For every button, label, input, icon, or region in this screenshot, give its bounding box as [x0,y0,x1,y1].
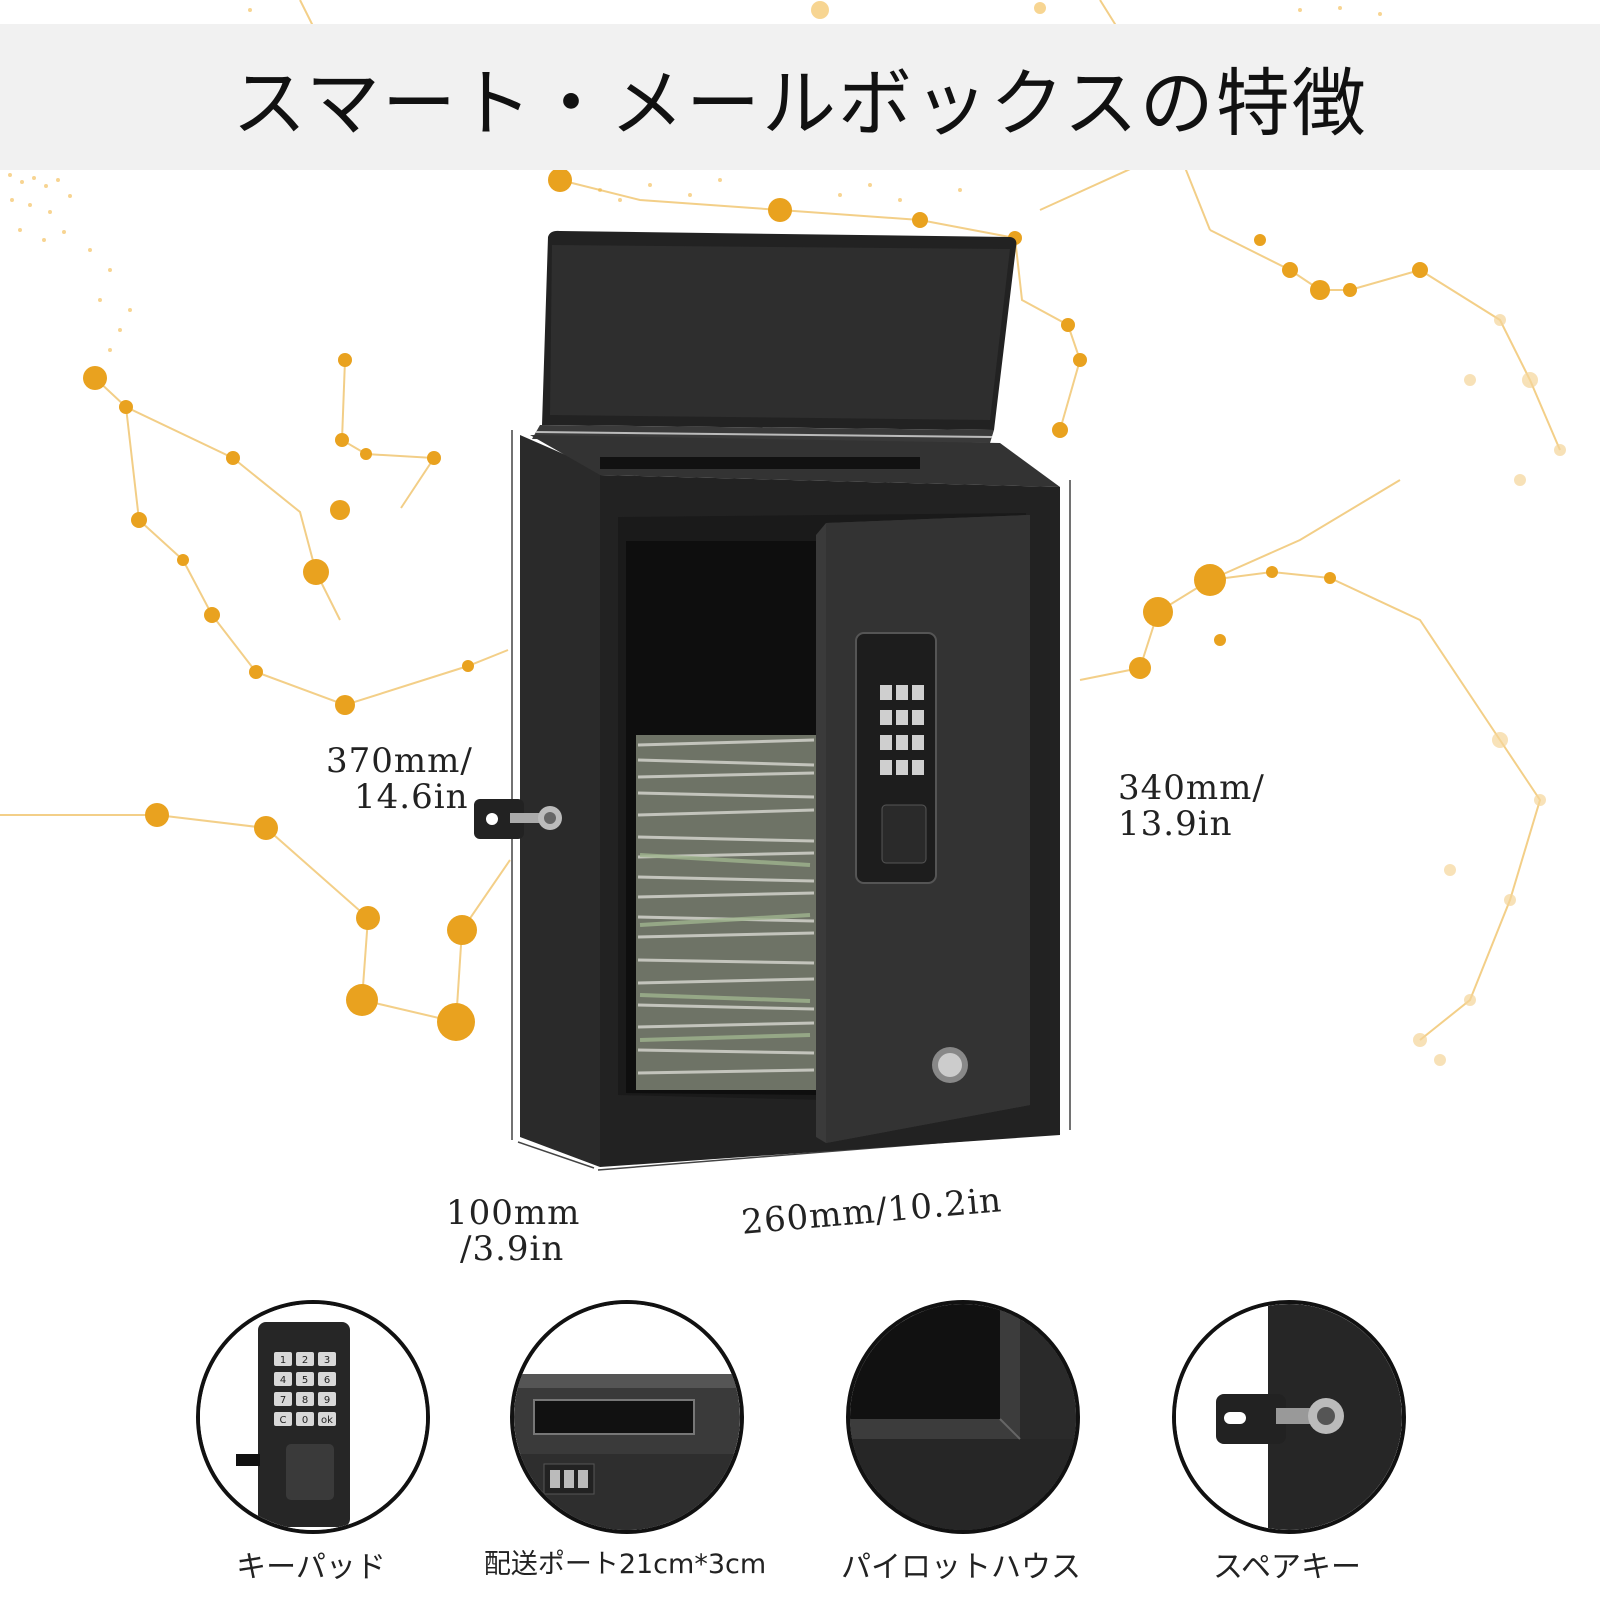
feature-spare-key: スペアキー [1152,1300,1422,1600]
feature-mail-slot: 配送ポート21cm*3cm [484,1300,766,1600]
title-band: スマート・メールボックスの特徴 [0,24,1600,170]
depth-label: 100mm /3.9in [446,1195,580,1267]
feature-label-spare-key: スペアキー [1213,1550,1361,1585]
keypad-key: 8 [302,1395,308,1406]
keypad-key: 5 [302,1375,308,1386]
feature-label-keypad: キーパッド [236,1550,386,1585]
mail-slot-icon [510,1300,744,1534]
height-body-mm: 340mm/ [1118,768,1265,808]
keypad-key: 9 [324,1395,330,1406]
keypad-key: 7 [280,1395,286,1406]
keypad-key: ok [321,1415,333,1426]
feature-interior: パイロットハウス [826,1300,1096,1600]
mailbox-illustration [474,230,1071,1171]
feature-label-mail-slot: 配送ポート21cm*3cm [483,1549,767,1580]
keypad-key: C [280,1415,287,1426]
depth-in: /3.9in [460,1229,565,1269]
feature-label-interior: パイロットハウス [841,1550,1081,1585]
keypad-key: 4 [280,1375,286,1386]
keypad-key: 1 [280,1355,286,1366]
height-total-in: 14.6in [354,777,469,817]
height-body-in: 13.9in [1118,804,1233,844]
height-total-label: 370mm/ 14.6in [326,743,473,815]
keypad-key: 3 [324,1355,330,1366]
keypad-key: 6 [324,1375,330,1386]
height-body-label: 340mm/ 13.9in [1118,770,1265,842]
depth-mm: 100mm [446,1193,581,1233]
height-total-mm: 370mm/ [326,741,473,781]
keypad-key: 2 [302,1355,308,1366]
keypad-key: 0 [302,1415,308,1426]
interior-icon [846,1300,1080,1534]
key-lock-icon [1172,1300,1406,1534]
page-title: スマート・メールボックスの特徴 [232,60,1368,147]
